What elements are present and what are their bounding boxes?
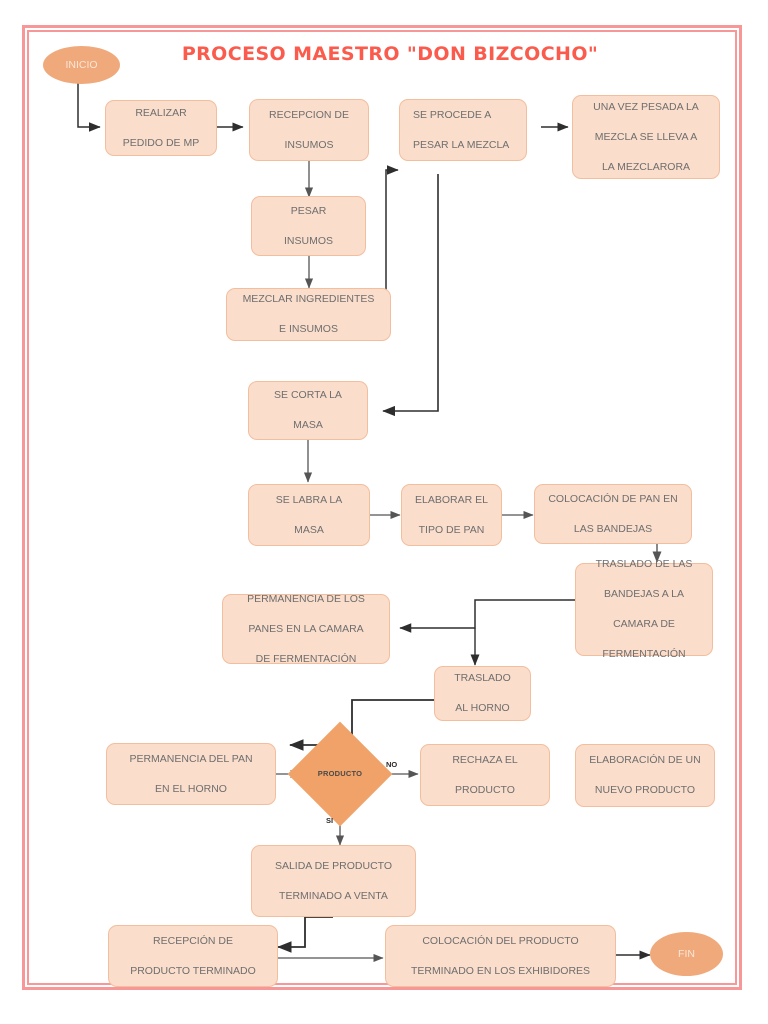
node-line: PERMANENCIA DE LOS [247,592,365,605]
node-se-labra-masa[interactable]: SE LABRA LA MASA [248,484,370,546]
node-realizar-pedido[interactable]: REALIZAR PEDIDO DE MP [105,100,217,156]
node-line: MEZCLAR INGREDIENTES [242,293,375,305]
node-line: COLOCACIÓN DEL PRODUCTO [422,934,579,947]
node-line: SE PROCEDE A [413,108,492,121]
terminator-inicio-label: INICIO [65,59,98,71]
node-colocacion-exhibidores[interactable]: COLOCACIÓN DEL PRODUCTO TERMINADO EN LOS… [385,925,616,987]
terminator-fin[interactable]: FIN [650,932,723,976]
node-line: RECEPCION DE [269,108,349,121]
edge-label-no: NO [386,760,398,769]
node-line: PANES EN LA CAMARA [248,622,364,635]
node-line: EN EL HORNO [155,782,227,795]
node-se-procede-pesar[interactable]: SE PROCEDE A PESAR LA MEZCLA [399,99,527,161]
node-line: COLOCACIÓN DE PAN EN [548,492,678,505]
edge-label-si: SI [326,816,334,825]
node-line: RECEPCIÓN DE [153,934,233,947]
node-line: AL HORNO [455,702,510,714]
node-line: CAMARA DE [613,618,675,630]
node-mezclar-ingredientes[interactable]: MEZCLAR INGREDIENTES E INSUMOS [226,288,391,341]
node-line: PRODUCTO [455,783,515,796]
node-line: TIPO DE PAN [418,523,485,536]
node-line: FERMENTACIÓN [602,648,686,660]
node-permanencia-camara[interactable]: PERMANENCIA DE LOS PANES EN LA CAMARA DE… [222,592,390,665]
node-permanencia-horno[interactable]: PERMANENCIA DEL PAN EN EL HORNO [106,743,276,805]
node-elaborar-tipo-pan[interactable]: ELABORAR EL TIPO DE PAN [401,484,502,546]
node-line: RECHAZA EL [452,753,518,766]
page-frame-outer [22,25,742,990]
node-line: REALIZAR [135,106,187,119]
node-line: SALIDA DE PRODUCTO [274,859,393,872]
node-line: SE LABRA LA [275,493,343,506]
node-una-vez-pesada[interactable]: UNA VEZ PESADA LA MEZCLA SE LLEVA A LA M… [572,95,720,179]
node-line: INSUMOS [284,138,334,151]
node-line: NUEVO PRODUCTO [594,784,696,796]
node-line: PRODUCTO TERMINADO [130,964,256,977]
node-pesar-insumos[interactable]: PESAR INSUMOS [251,196,366,256]
terminator-fin-label: FIN [678,948,695,960]
node-line: SE CORTA LA [274,389,342,401]
page-frame-inner [27,30,737,985]
node-recepcion-insumos[interactable]: RECEPCION DE INSUMOS [249,99,369,161]
node-traslado-bandejas[interactable]: TRASLADO DE LAS BANDEJAS A LA CAMARA DE … [575,558,713,660]
node-line: BANDEJAS A LA [604,588,684,600]
node-line: DE FERMENTACIÓN [255,652,357,665]
node-line: MASA [294,523,324,536]
node-line: E INSUMOS [279,323,338,335]
node-line: PESAR [290,204,327,217]
node-line: LAS BANDEJAS [573,522,653,535]
node-colocacion-pan[interactable]: COLOCACIÓN DE PAN EN LAS BANDEJAS [534,484,692,544]
node-line: INSUMOS [283,234,333,247]
node-salida-producto[interactable]: SALIDA DE PRODUCTO TERMINADO A VENTA [251,845,416,917]
node-rechaza-producto[interactable]: RECHAZA EL PRODUCTO [420,744,550,806]
node-recepcion-terminado[interactable]: RECEPCIÓN DE PRODUCTO TERMINADO [108,925,278,987]
node-line: TRASLADO DE LAS [595,558,693,570]
node-line: TERMINADO A VENTA [279,889,388,902]
node-elaboracion-nuevo[interactable]: ELABORACIÓN DE UN NUEVO PRODUCTO [575,744,715,807]
decision-producto-label: PRODUCTO [317,769,363,778]
node-line: PERMANENCIA DEL PAN [129,752,253,765]
node-line: ELABORACIÓN DE UN [589,754,701,766]
page-title: PROCESO MAESTRO "DON BIZCOCHO" [181,43,599,65]
node-line: MASA [293,419,323,431]
node-line: MEZCLA SE LLEVA A [594,130,698,143]
node-line: UNA VEZ PESADA LA [593,100,699,113]
node-line: TRASLADO [454,672,511,684]
node-line: PESAR LA MEZCLA [413,138,510,151]
node-line: TERMINADO EN LOS EXHIBIDORES [410,964,591,977]
node-traslado-horno[interactable]: TRASLADO AL HORNO [434,666,531,721]
terminator-inicio[interactable]: INICIO [43,46,120,84]
node-se-corta-masa[interactable]: SE CORTA LA MASA [248,381,368,440]
node-line: LA MEZCLARORA [601,160,691,173]
node-line: ELABORAR EL [415,493,488,506]
node-line: PEDIDO DE MP [122,136,200,149]
